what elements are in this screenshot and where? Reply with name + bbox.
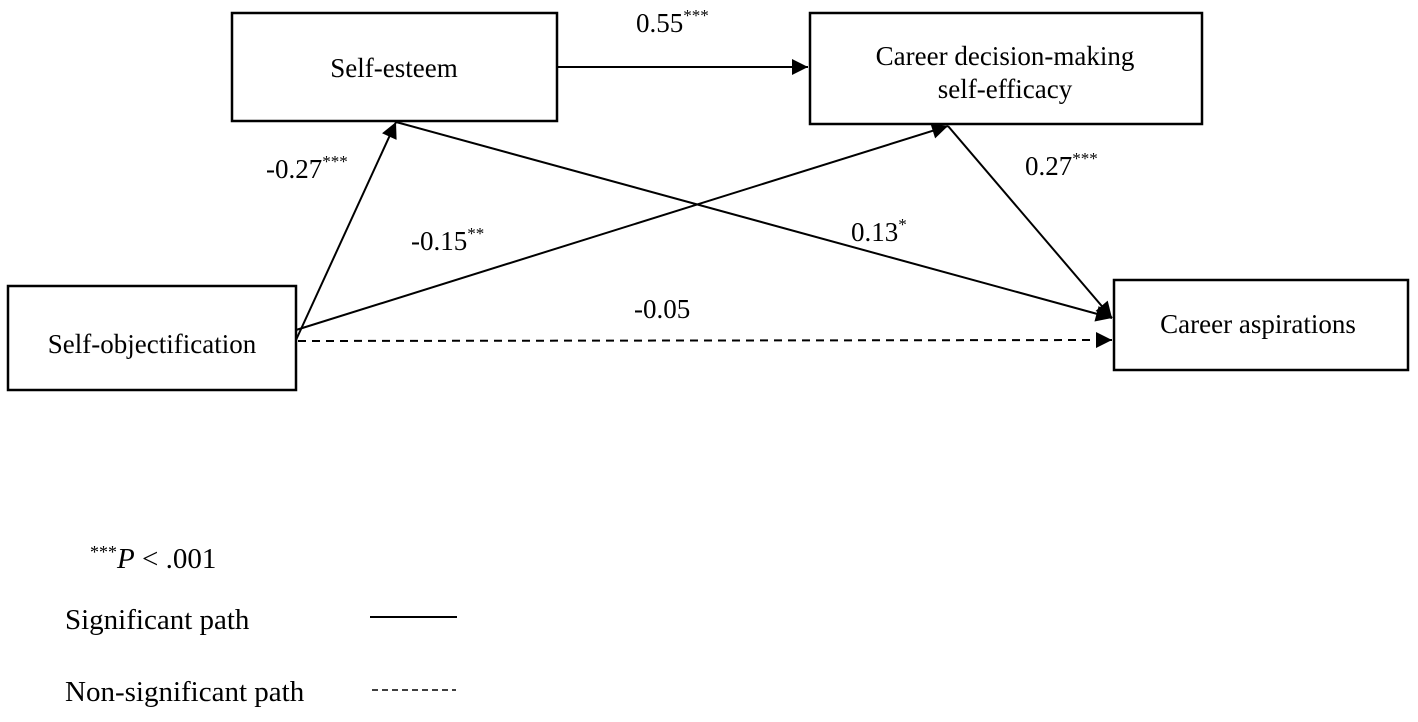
legend: ***P < .001 Significant path Non-signifi… [65, 542, 457, 708]
coef-significance: * [898, 215, 907, 234]
edge-self-esteem-to-career-aspirations [395, 121, 1113, 322]
edge-label-self-esteem-to-cdmse: 0.55*** [636, 6, 709, 38]
legend-pvalue-threshold: < .001 [135, 543, 217, 575]
coef-value: 0.27 [1025, 151, 1072, 181]
node-self-objectification: Self-objectification [6, 284, 298, 392]
edge-self-objectification-to-career-aspirations [297, 332, 1113, 349]
coef-significance: *** [1072, 149, 1098, 168]
node-career-aspirations-label: Career aspirations [1160, 309, 1356, 339]
legend-pvalue-note: ***P < .001 [90, 542, 216, 575]
legend-pvalue-symbol: P [116, 543, 135, 575]
edge-self-objectification-to-cdmse [295, 123, 949, 331]
edge-label-self-objectification-to-cdmse: -0.15** [411, 224, 484, 256]
node-career-aspirations: Career aspirations [1112, 278, 1410, 372]
node-self-esteem: Self-esteem [230, 11, 559, 123]
coef-value: -0.27 [266, 154, 322, 184]
edge-self-objectification-to-self-esteem [295, 121, 397, 341]
node-cdmse-label-line-2: self-efficacy [938, 74, 1073, 104]
node-self-objectification-label: Self-objectification [48, 329, 257, 359]
legend-pvalue-stars: *** [90, 542, 117, 562]
coef-value: 0.55 [636, 8, 683, 38]
coef-value: -0.05 [634, 294, 690, 324]
node-career-decision-making-self-efficacy: Career decision-making self-efficacy [808, 11, 1204, 126]
legend-nonsignificant-label: Non-significant path [65, 676, 305, 708]
coef-significance: ** [467, 224, 484, 243]
coef-value: 0.13 [851, 217, 898, 247]
edge-label-self-objectification-to-self-esteem: -0.27*** [266, 152, 348, 184]
edge-label-cdmse-to-career-aspirations: 0.27*** [1025, 149, 1098, 181]
edge-label-self-esteem-to-career-aspirations: 0.13* [851, 215, 907, 247]
coef-value: -0.15 [411, 226, 467, 256]
edge-label-self-objectification-to-career-aspirations: -0.05 [634, 294, 690, 324]
legend-significant-label: Significant path [65, 604, 250, 636]
coef-significance: *** [683, 6, 709, 25]
edge-cdmse-to-career-aspirations [947, 125, 1113, 319]
node-self-esteem-label: Self-esteem [330, 53, 457, 83]
coef-significance: *** [322, 152, 348, 171]
node-cdmse-label-line-1: Career decision-making [876, 41, 1135, 71]
